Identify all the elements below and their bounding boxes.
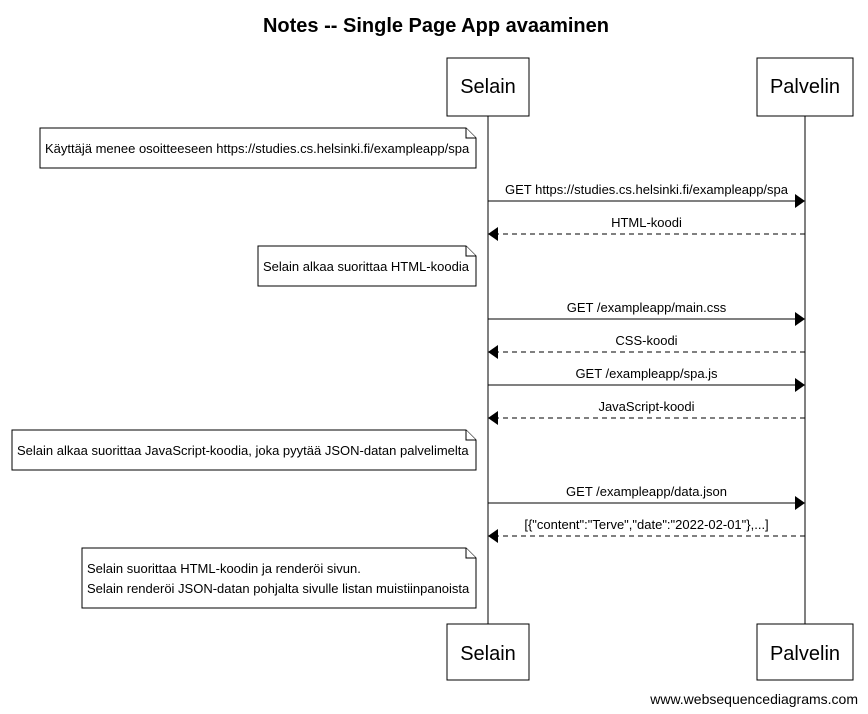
note-text: Selain alkaa suorittaa HTML-koodia (263, 259, 470, 274)
message-arrow: GET /exampleapp/main.css (488, 300, 805, 326)
message-label: GET /exampleapp/data.json (566, 484, 727, 499)
message-arrow: CSS-koodi (488, 333, 805, 359)
arrowhead (795, 194, 805, 208)
actor-palvelin-top: Palvelin (756, 57, 854, 117)
message-arrow: HTML-koodi (488, 215, 805, 241)
arrowhead (488, 227, 498, 241)
actor-selain-bottom: Selain (446, 623, 530, 681)
note-fold-corner (465, 128, 476, 139)
arrowhead (488, 411, 498, 425)
note: Käyttäjä menee osoitteeseen https://stud… (39, 127, 477, 169)
note-box (39, 127, 477, 169)
note: Selain alkaa suorittaa HTML-koodia (257, 245, 477, 287)
message-arrow: GET https://studies.cs.helsinki.fi/examp… (488, 182, 805, 208)
arrowhead (488, 529, 498, 543)
actor-palvelin-bottom: Palvelin (756, 623, 854, 681)
arrowhead (488, 345, 498, 359)
message-arrow: JavaScript-koodi (488, 399, 805, 425)
actor-palvelin-bottom-label: Palvelin (770, 643, 840, 665)
message-label: GET /exampleapp/main.css (567, 300, 727, 315)
footer-credit: www.websequencediagrams.com (649, 691, 858, 707)
arrowhead (795, 312, 805, 326)
sequence-events: Käyttäjä menee osoitteeseen https://stud… (11, 127, 805, 609)
actor-palvelin-top-label: Palvelin (770, 76, 840, 98)
message-label: GET /exampleapp/spa.js (575, 366, 718, 381)
note-text: Käyttäjä menee osoitteeseen https://stud… (45, 141, 470, 156)
message-label: CSS-koodi (615, 333, 677, 348)
note-fold-corner (465, 246, 476, 257)
message-label: HTML-koodi (611, 215, 682, 230)
note-fold-corner (465, 548, 476, 559)
note-box (11, 429, 477, 471)
actor-selain-top-label: Selain (460, 76, 516, 98)
actor-selain-top: Selain (446, 57, 530, 117)
message-label: [{"content":"Terve","date":"2022-02-01"}… (524, 517, 768, 532)
message-label: JavaScript-koodi (598, 399, 694, 414)
message-arrow: GET /exampleapp/spa.js (488, 366, 805, 392)
note: Selain suorittaa HTML-koodin ja renderöi… (81, 547, 477, 609)
note-box (81, 547, 477, 609)
arrowhead (795, 378, 805, 392)
note-text: Selain renderöi JSON-datan pohjalta sivu… (87, 581, 470, 596)
message-arrow: [{"content":"Terve","date":"2022-02-01"}… (488, 517, 805, 543)
message-arrow: GET /exampleapp/data.json (488, 484, 805, 510)
note-box (257, 245, 477, 287)
message-label: GET https://studies.cs.helsinki.fi/examp… (505, 182, 789, 197)
actor-selain-bottom-label: Selain (460, 643, 516, 665)
note-fold-corner (465, 430, 476, 441)
note: Selain alkaa suorittaa JavaScript-koodia… (11, 429, 477, 471)
note-text: Selain alkaa suorittaa JavaScript-koodia… (17, 443, 469, 458)
diagram-title: Notes -- Single Page App avaaminen (263, 15, 609, 37)
arrowhead (795, 496, 805, 510)
note-text: Selain suorittaa HTML-koodin ja renderöi… (87, 561, 361, 576)
